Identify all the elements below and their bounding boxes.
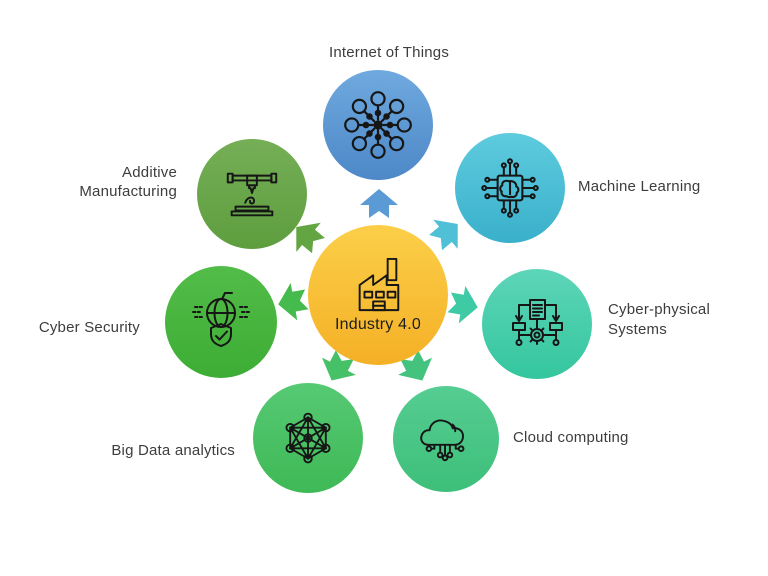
bubble-additive-manufacturing [197,139,307,249]
label-cyber-physical-systems: Cyber-physical Systems [608,301,710,338]
arrow-to-cyber-security [278,282,309,321]
arrow-to-internet-of-things [360,189,398,218]
additive-manufacturing-icon [226,172,278,217]
center-label: Industry 4.0 [334,315,421,333]
cyber-security-icon [192,292,250,347]
bubble-internet-of-things [323,70,433,180]
arrow-to-cyber-physical-systems [447,285,478,324]
bubble-industry-40: Industry 4.0 [308,225,448,365]
iot-network-icon [344,91,412,159]
arrow-to-machine-learning [429,219,458,251]
label-cyber-security: Cyber Security [38,319,140,336]
arrow-to-cloud-computing [398,350,433,381]
bubble-cyber-security [165,266,277,378]
cyber-physical-icon [512,299,563,346]
label-internet-of-things: Internet of Things [328,44,450,61]
label-big-data-analytics: Big Data analytics [111,442,235,459]
bubble-cyber-physical-systems [482,269,592,379]
cloud-computing-icon [420,419,465,462]
arrow-to-additive-manufacturing [296,222,325,254]
bubble-machine-learning [455,133,565,243]
label-additive-manufacturing: Additive Manufacturing [79,164,177,200]
label-cloud-computing: Cloud computing [513,429,629,446]
label-machine-learning: Machine Learning [578,178,701,195]
bubble-big-data-analytics [253,383,363,493]
big-data-network-icon [285,412,331,464]
bubble-cloud-computing [393,386,499,492]
arrow-to-big-data-analytics [321,350,356,381]
factory-icon [358,257,400,311]
machine-learning-chip-icon [481,158,539,218]
